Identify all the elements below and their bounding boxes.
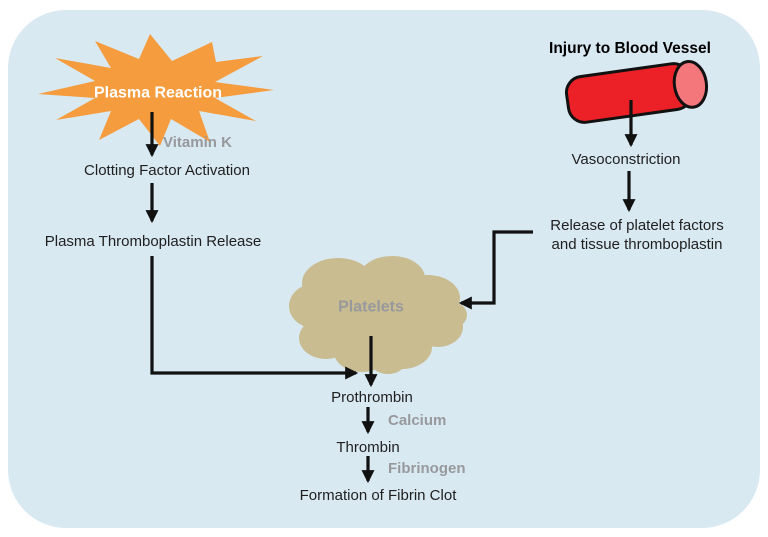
prothrombin-label: Prothrombin: [331, 389, 413, 406]
plasma-thromboplastin-release-label: Plasma Thromboplastin Release: [44, 233, 262, 250]
plasma-reaction-label: Plasma Reaction: [93, 84, 223, 102]
injury-to-blood-vessel-title: Injury to Blood Vessel: [549, 40, 711, 57]
calcium-label: Calcium: [388, 412, 447, 429]
arrow-release-to-platelets: [458, 230, 533, 310]
release-line-2: and tissue thromboplastin: [551, 236, 723, 253]
plasma-reaction-burst-icon: [38, 34, 274, 146]
release-platelet-factors-label: Release of platelet factors and tissue t…: [527, 216, 747, 254]
clotting-factor-activation-label: Clotting Factor Activation: [84, 162, 250, 179]
release-line-1: Release of platelet factors: [550, 217, 724, 234]
fibrinogen-label: Fibrinogen: [388, 460, 466, 477]
platelets-cloud-icon: [289, 256, 467, 374]
formation-of-fibrin-clot-label: Formation of Fibrin Clot: [299, 487, 457, 504]
arrow-thromboplastin-to-prothrombin: [150, 256, 359, 380]
blood-vessel-icon: [564, 59, 709, 124]
vitamin-k-label: Vitamin K: [163, 134, 232, 151]
vasoconstriction-label: Vasoconstriction: [571, 151, 681, 168]
thrombin-label: Thrombin: [336, 439, 400, 456]
platelets-label: Platelets: [338, 298, 404, 316]
